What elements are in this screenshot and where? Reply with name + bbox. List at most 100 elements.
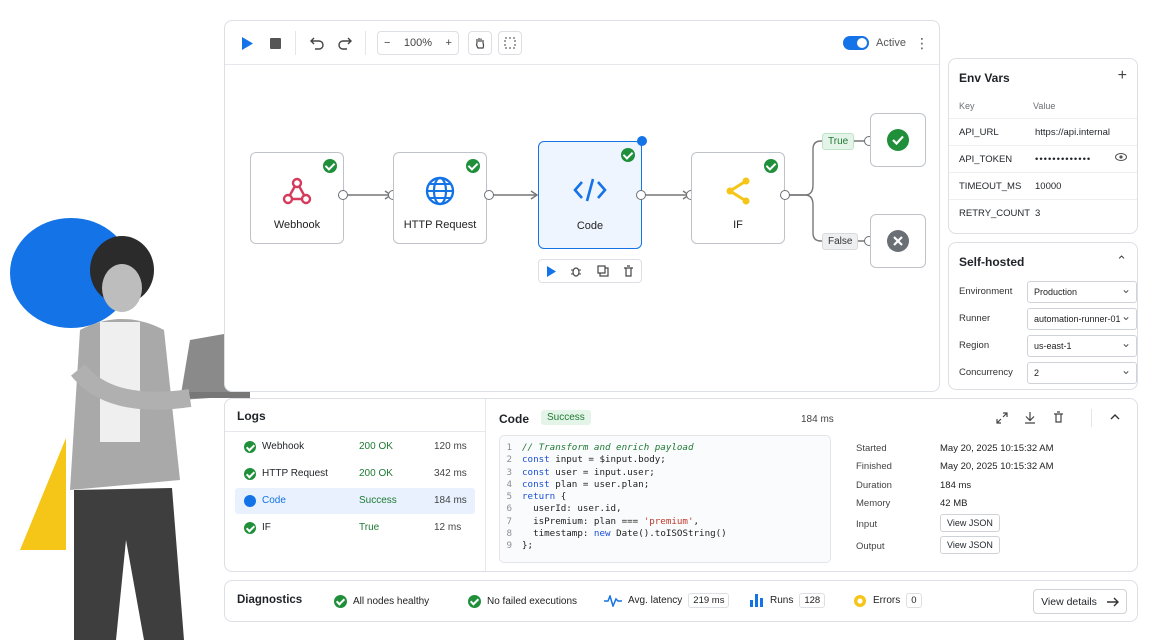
stop-icon xyxy=(269,37,281,49)
env-var-row[interactable]: API_TOKEN ••••••••••••• xyxy=(949,145,1137,172)
collapse-chevron-icon[interactable] xyxy=(1110,413,1120,420)
env-var-value: ••••••••••••• xyxy=(1035,154,1092,165)
region-select[interactable]: us-east-1 xyxy=(1027,335,1137,357)
code-line: timestamp: new Date().toISOString() xyxy=(522,528,727,540)
meta-label: Input xyxy=(856,519,878,530)
play-icon xyxy=(242,36,253,50)
log-name: Webhook xyxy=(262,441,305,452)
code-line: // Transform and enrich payload xyxy=(522,442,694,453)
meta-label: Finished xyxy=(856,461,892,472)
failed-executions-status: No failed executions xyxy=(468,595,577,608)
metric-value: 0 xyxy=(906,593,922,608)
setting-label: Concurrency xyxy=(959,367,1013,378)
node-label: Webhook xyxy=(273,219,321,231)
pulse-icon xyxy=(604,594,622,607)
canvas-toolbar: − 100% + Active ⋮ xyxy=(225,21,939,65)
code-line: isPremium: plan === 'premium', xyxy=(522,515,700,527)
select-tool-button[interactable] xyxy=(498,31,522,55)
download-icon[interactable] xyxy=(1024,411,1036,424)
node-webhook[interactable]: Webhook xyxy=(250,152,344,244)
pan-tool-button[interactable] xyxy=(468,31,492,55)
view-output-json-button[interactable]: View JSON xyxy=(940,536,1000,554)
redo-button[interactable] xyxy=(333,31,357,55)
log-row-webhook[interactable]: Webhook 200 OK 120 ms xyxy=(235,434,475,460)
decorative-yellow-triangle xyxy=(20,438,66,550)
zoom-out-button[interactable]: − xyxy=(384,37,391,49)
concurrency-select[interactable]: 2 xyxy=(1027,362,1137,384)
success-check-icon xyxy=(244,468,256,480)
webhook-icon xyxy=(282,177,312,205)
env-var-row[interactable]: API_URL https://api.internal xyxy=(949,118,1137,145)
env-vars-panel: Env Vars + Key Value API_URL https://api… xyxy=(948,58,1138,234)
hand-icon xyxy=(476,38,485,49)
output-port[interactable] xyxy=(338,190,348,200)
expand-icon[interactable] xyxy=(996,412,1008,424)
marquee-select-icon xyxy=(504,37,516,49)
env-var-key: API_URL xyxy=(959,127,999,138)
code-line: }; xyxy=(522,540,534,552)
meta-label: Output xyxy=(856,541,885,552)
environment-select[interactable]: Production xyxy=(1027,281,1137,303)
env-var-row[interactable]: RETRY_COUNT 3 xyxy=(949,199,1137,226)
runner-select[interactable]: automation-runner-01 xyxy=(1027,308,1137,330)
person-with-laptop-illustration xyxy=(70,236,255,640)
meta-value: May 20, 2025 10:15:32 AM xyxy=(940,461,1054,472)
more-menu-icon[interactable]: ⋮ xyxy=(915,35,929,51)
view-details-button[interactable]: View details xyxy=(1033,589,1127,614)
concurrency-row: Concurrency 2 xyxy=(959,362,1137,384)
errors-metric: Errors 0 xyxy=(853,593,922,608)
detail-duration: 184 ms xyxy=(801,414,834,425)
output-port[interactable] xyxy=(636,190,646,200)
trash-icon[interactable] xyxy=(1053,411,1064,423)
run-button[interactable] xyxy=(235,31,259,55)
log-row-if[interactable]: IF True 12 ms xyxy=(235,515,475,541)
workflow-canvas: − 100% + Active ⋮ xyxy=(224,20,940,392)
cancel-x-icon xyxy=(887,230,909,252)
selection-handle[interactable] xyxy=(637,136,647,146)
bug-icon[interactable] xyxy=(570,265,582,277)
node-http-request[interactable]: HTTP Request xyxy=(393,152,487,244)
success-check-icon xyxy=(244,441,256,453)
view-input-json-button[interactable]: View JSON xyxy=(940,514,1000,532)
true-outcome-node[interactable] xyxy=(870,113,926,167)
code-icon xyxy=(573,178,607,202)
meta-value: 42 MB xyxy=(940,498,968,509)
code-line: const input = $input.body; xyxy=(522,454,666,466)
detail-title: Code xyxy=(499,412,529,426)
nodes-healthy-status: All nodes healthy xyxy=(334,595,429,608)
undo-button[interactable] xyxy=(305,31,329,55)
play-icon[interactable] xyxy=(546,265,557,277)
log-row-code[interactable]: Code Success 184 ms xyxy=(235,488,475,514)
success-check-icon xyxy=(334,595,347,608)
env-var-value: https://api.internal xyxy=(1035,127,1110,138)
redo-icon xyxy=(338,37,352,50)
output-port[interactable] xyxy=(484,190,494,200)
node-if[interactable]: IF xyxy=(691,152,785,244)
active-toggle[interactable] xyxy=(843,36,869,50)
log-row-http-request[interactable]: HTTP Request 200 OK 342 ms xyxy=(235,461,475,487)
log-name: HTTP Request xyxy=(262,468,328,479)
bar-chart-icon xyxy=(750,594,763,607)
log-name: IF xyxy=(262,522,271,533)
node-actions-bar xyxy=(538,259,642,283)
node-label: IF xyxy=(733,219,743,231)
collapse-chevron-icon[interactable]: ⌃ xyxy=(1116,253,1127,268)
env-var-key: RETRY_COUNT xyxy=(959,208,1031,219)
add-env-var-icon[interactable]: + xyxy=(1117,67,1127,84)
setting-label: Runner xyxy=(959,313,991,324)
stop-button[interactable] xyxy=(263,31,287,55)
env-var-row[interactable]: TIMEOUT_MS 10000 xyxy=(949,172,1137,199)
copy-icon[interactable] xyxy=(597,265,609,277)
value-column-header: Value xyxy=(1033,101,1056,111)
false-outcome-node[interactable] xyxy=(870,214,926,268)
trash-icon[interactable] xyxy=(623,265,634,277)
code-line: userId: user.id, xyxy=(522,503,622,515)
runner-row: Runner automation-runner-01 xyxy=(959,308,1137,330)
output-port[interactable] xyxy=(780,190,790,200)
zoom-in-button[interactable]: + xyxy=(445,37,452,49)
region-row: Region us-east-1 xyxy=(959,335,1137,357)
meta-label: Duration xyxy=(856,480,892,491)
node-code[interactable]: Code xyxy=(538,141,642,249)
eye-icon[interactable] xyxy=(1115,152,1127,165)
